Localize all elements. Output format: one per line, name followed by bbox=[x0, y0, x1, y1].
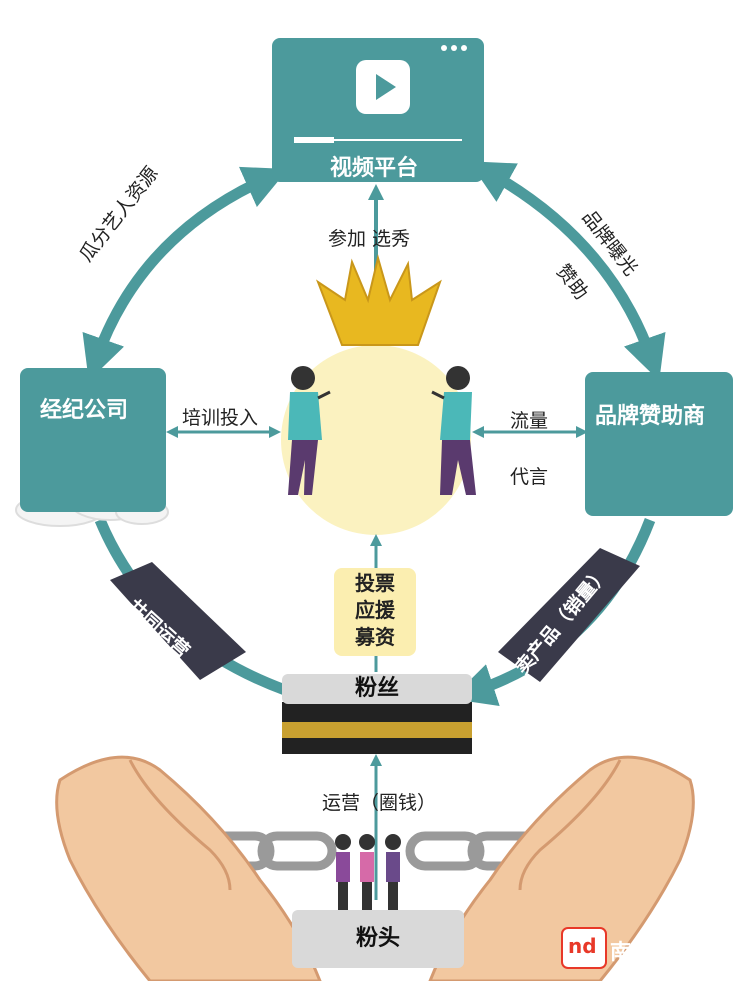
singer-left bbox=[288, 366, 331, 495]
fans-box: 粉丝 bbox=[282, 674, 472, 704]
vote-box: 投票 应援 募资 bbox=[334, 568, 416, 656]
vote-label-2: 应援 bbox=[355, 598, 395, 622]
singer-right bbox=[431, 366, 476, 495]
band-bottom-right bbox=[498, 548, 640, 682]
fan-leaders-people bbox=[335, 834, 401, 912]
agency-box: 经纪公司 bbox=[20, 368, 166, 512]
watermark-badge: nd bbox=[568, 934, 597, 958]
arc-top-right bbox=[468, 161, 666, 381]
video-player-graphic bbox=[294, 45, 467, 143]
fan-leader-box: 粉头 bbox=[292, 910, 464, 968]
vote-label-1: 投票 bbox=[355, 571, 395, 595]
fan-leader-label: 粉头 bbox=[355, 926, 400, 951]
left-thumb bbox=[128, 759, 232, 891]
fans-label: 粉丝 bbox=[354, 676, 399, 701]
play-icon bbox=[376, 74, 396, 100]
video-platform-box: 视频平台 bbox=[272, 38, 484, 182]
label-bottom-center: 运营（圈钱） bbox=[322, 792, 437, 814]
sponsor-label: 品牌赞助商 bbox=[595, 404, 706, 429]
sponsor-box: 品牌赞助商 bbox=[585, 372, 733, 516]
video-platform-label: 视频平台 bbox=[330, 156, 419, 181]
watermark-brand: 南方都市报 bbox=[610, 940, 715, 964]
band-bottom-left bbox=[110, 562, 246, 680]
crown bbox=[315, 254, 442, 346]
right-thumb bbox=[518, 759, 622, 891]
label-center-up: 参加 选秀 bbox=[328, 228, 411, 250]
arc-top-left bbox=[82, 166, 289, 381]
label-right-mid-2: 代言 bbox=[510, 466, 549, 488]
label-left-mid: 培训投入 bbox=[182, 407, 259, 429]
agency-label: 经纪公司 bbox=[40, 398, 129, 423]
watermark-badge-bg bbox=[561, 927, 607, 969]
label-right-mid-1: 流量 bbox=[510, 410, 549, 432]
fans-crowd-gold bbox=[282, 722, 472, 738]
vote-label-3: 募资 bbox=[355, 625, 395, 649]
